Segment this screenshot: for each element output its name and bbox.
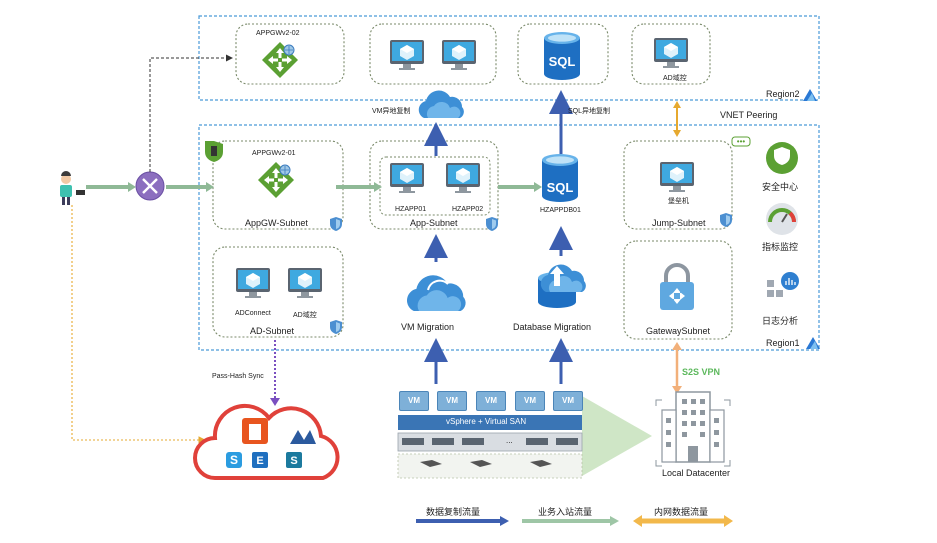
vsphere-bar	[398, 415, 582, 430]
region1-label: Region1	[766, 338, 800, 348]
hzapp01-label: HZAPP01	[395, 206, 427, 213]
pass-hash-sync-label: Pass-Hash Sync	[212, 373, 264, 380]
onprem-vm-3: VM	[476, 391, 506, 411]
onprem-vm-4: VM	[515, 391, 545, 411]
onprem-vm-5: VM	[553, 391, 583, 411]
gateway-subnet-box	[623, 240, 733, 340]
region2-vm2-icon	[442, 40, 476, 70]
svg-text:S: S	[230, 453, 238, 467]
appgw1-icon	[257, 161, 295, 199]
sql-db-label: HZAPPDB01	[540, 207, 581, 214]
datacenter-label: Local Datacenter	[662, 468, 731, 478]
security-center-label: 安全中心	[762, 182, 799, 192]
svg-text:S: S	[290, 455, 297, 467]
region2-sql-subnet	[517, 23, 609, 85]
region2-ad-vm-icon	[654, 38, 688, 68]
user-icon	[61, 174, 71, 184]
legend-intranet: 内网数据流量	[654, 507, 709, 517]
region1-box	[198, 124, 820, 351]
appgw2-label: APPGWv2-02	[256, 30, 300, 37]
appgw1-label: APPGWv2-01	[252, 150, 296, 157]
svg-text:•••: •••	[737, 137, 746, 146]
vm-replication-cloud-icon	[418, 90, 464, 118]
svg-text:SQL: SQL	[547, 180, 574, 195]
vnet-peering-label: VNET Peering	[720, 110, 778, 120]
ad-vm-icon	[288, 268, 322, 298]
jump-vm-label: 堡垒机	[668, 198, 689, 205]
gateway-subnet-label: GatewaySubnet	[646, 326, 711, 336]
vm-replication-label: VM异地复制	[372, 108, 411, 115]
jump-subnet-label: Jump-Subnet	[652, 218, 706, 228]
svg-text:SQL: SQL	[549, 54, 576, 69]
s2s-vpn-label: S2S VPN	[682, 367, 721, 377]
log-analytics-label: 日志分析	[762, 316, 799, 326]
region2-vm-subnet	[369, 23, 497, 85]
db-migration-label: Database Migration	[513, 322, 592, 332]
region2-vm1-icon	[390, 40, 424, 70]
gateway-lock-icon	[660, 282, 694, 310]
jump-vm-icon	[660, 162, 694, 192]
vm-migration-label: VM Migration	[401, 322, 455, 332]
ad-subnet-box	[212, 246, 344, 338]
adconnect-label: ADConnect	[235, 310, 271, 317]
region2-ad-label: AD域控	[663, 75, 687, 82]
onprem-link-triangle	[582, 396, 652, 476]
sql-replication-label: SQL异地复制	[568, 108, 611, 115]
appgw2-icon	[261, 41, 299, 79]
legend-data-replication: 数据复制流量	[426, 507, 481, 517]
adconnect-icon	[236, 268, 270, 298]
host-ellipsis: ...	[506, 436, 513, 445]
region2-appgw-subnet	[235, 23, 345, 85]
monitor-label: 指标监控	[762, 242, 799, 252]
hzapp01-icon	[390, 163, 424, 193]
region2-label: Region2	[766, 89, 800, 99]
jump-subnet-box	[623, 140, 733, 230]
onprem-vm-1: VM	[399, 391, 429, 411]
svg-text:E: E	[256, 455, 263, 467]
ad-vm-label: AD域控	[293, 312, 317, 319]
hzapp02-label: HZAPP02	[452, 206, 484, 213]
vsphere-label: vSphere + Virtual SAN	[446, 417, 527, 426]
ad-subnet-label: AD-Subnet	[250, 326, 295, 336]
app-subnet-label: App-Subnet	[410, 218, 458, 228]
legend-business-inbound: 业务入站流量	[538, 507, 593, 517]
appgw-subnet-label: AppGW-Subnet	[245, 218, 308, 228]
hzapp02-icon	[446, 163, 480, 193]
onprem-vm-2: VM	[437, 391, 467, 411]
